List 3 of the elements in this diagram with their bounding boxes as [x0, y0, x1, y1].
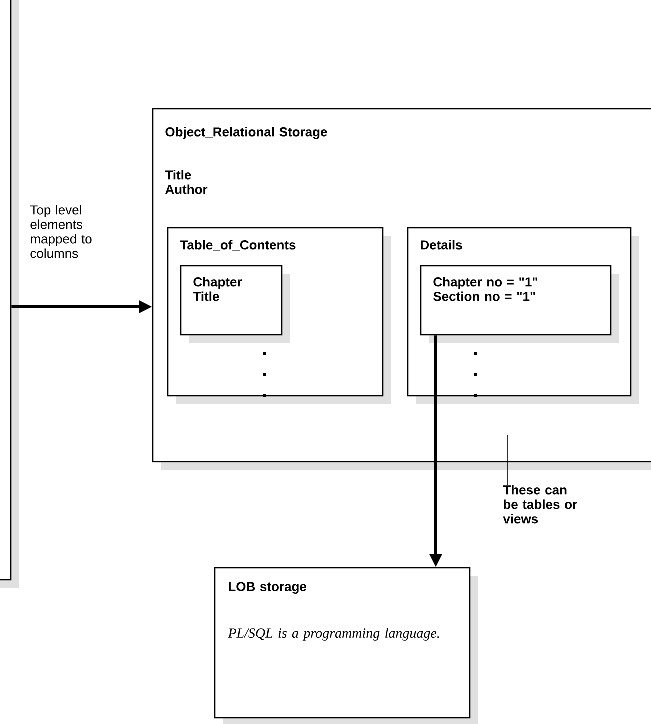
note-text: These can be tables or views — [503, 485, 578, 524]
box-shape — [0, 0, 19, 588]
edge-label: Top level elements mapped to columns — [30, 205, 92, 258]
